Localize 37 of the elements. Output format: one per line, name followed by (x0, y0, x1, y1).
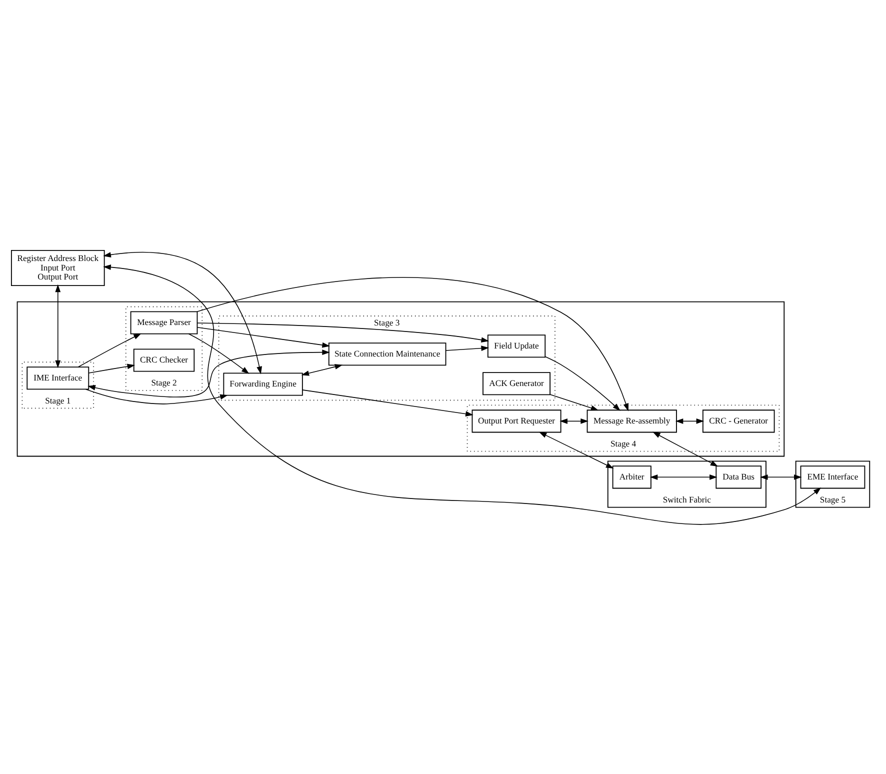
node-box: Data Bus (716, 465, 762, 488)
arrow (196, 276, 629, 411)
arrow (446, 345, 489, 350)
node-box: Forwarding Engine (223, 372, 303, 396)
arrow (301, 364, 343, 376)
arrow (302, 389, 474, 416)
arrow (650, 474, 718, 480)
arrow (538, 431, 614, 468)
arrow (196, 322, 490, 342)
node-box: State Connection Maintenance (328, 342, 446, 366)
node-box: CRC - Generator (702, 409, 775, 432)
arrow (675, 418, 704, 424)
node-box: Message Parser (130, 310, 198, 334)
arrow (544, 356, 620, 410)
arrow (88, 349, 330, 397)
arrow (197, 326, 330, 348)
arrow (103, 251, 262, 374)
node-box: Register Address Block Input Port Output Port (10, 250, 105, 286)
arrow (188, 333, 250, 374)
arrow (55, 284, 61, 368)
node-box: CRC Checker (133, 348, 195, 372)
arrow (550, 394, 599, 410)
cluster (16, 300, 785, 456)
arrow (652, 431, 718, 466)
node-box: Arbiter (612, 465, 652, 488)
arrow (560, 418, 588, 424)
node-box: Message Re-assembly (586, 409, 677, 432)
arrow (760, 474, 802, 480)
arrow (78, 332, 142, 367)
node-box: ACK Generator (482, 372, 550, 395)
arrow (88, 363, 136, 373)
arrow (103, 264, 822, 524)
node-box: EME Interface (800, 465, 866, 488)
node-box: Field Update (487, 334, 546, 358)
node-box: IME Interface (26, 366, 90, 390)
arrow (85, 388, 228, 404)
node-box: Output Port Requester (472, 409, 562, 432)
